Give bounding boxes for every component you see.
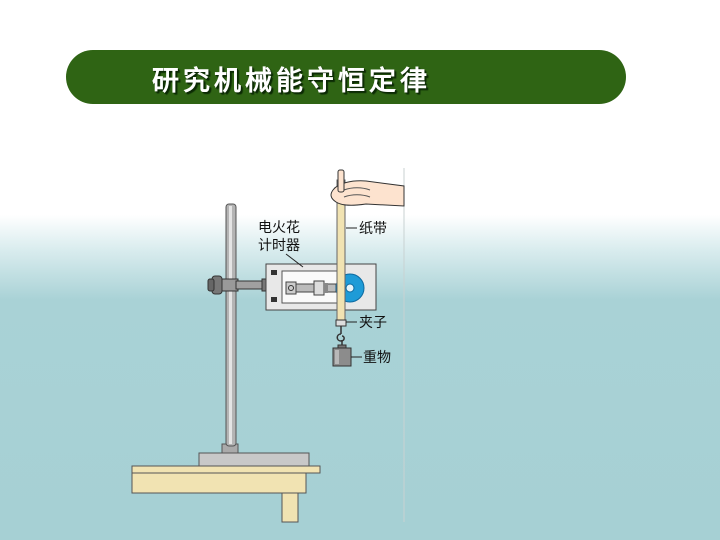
table [131,465,321,523]
clip [335,319,347,342]
title-bar: 研究机械能守恒定律 [66,50,626,104]
label-weight: 重物 [363,350,391,366]
label-clip: 夹子 [359,315,387,331]
label-tape: 纸带 [359,221,387,237]
clamp-knob [207,275,223,295]
hand [330,169,405,207]
label-timer-line1: 电火花 [258,220,300,236]
label-timer-line2: 计时器 [258,238,300,254]
spark-timer [265,263,377,311]
weight [332,340,352,367]
page-title: 研究机械能守恒定律 [152,66,431,97]
stand-base [198,452,310,467]
timer-leader [285,253,304,268]
